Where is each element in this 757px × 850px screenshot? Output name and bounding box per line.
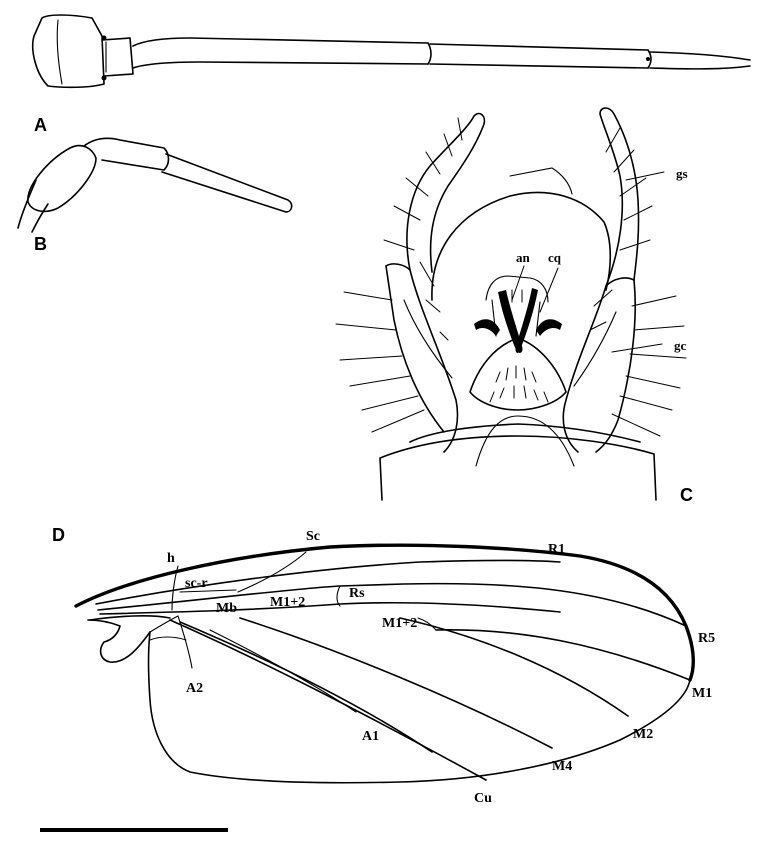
label-h: h (167, 551, 175, 566)
label-m2: M2 (633, 727, 653, 742)
label-m1: M1 (692, 686, 712, 701)
gs-leader (625, 171, 665, 181)
panel-label-a: A (34, 115, 47, 135)
genitalia-drawing (335, 107, 687, 501)
label-m1-2-a: M1+2 (270, 595, 305, 610)
label-sc-r: sc-r (185, 576, 208, 591)
label-a2: A2 (186, 681, 203, 696)
label-sc: Sc (306, 529, 320, 544)
label-r5: R5 (698, 631, 715, 646)
label-cu: Cu (474, 791, 492, 806)
gc-leader (611, 343, 663, 353)
label-an: an (516, 250, 531, 265)
label-rs: Rs (349, 586, 365, 601)
antenna-drawing (32, 14, 751, 89)
panel-label-b: B (34, 234, 47, 254)
label-r1: R1 (548, 542, 565, 557)
cq-leader (539, 267, 559, 313)
wing-drawing (74, 543, 695, 784)
label-gs: gs (676, 166, 688, 181)
label-a1: A1 (362, 729, 379, 744)
panel-label-d: D (52, 525, 65, 545)
label-mb: Mb (216, 601, 237, 616)
label-cq: cq (548, 250, 562, 265)
label-m1-2-b: M1+2 (382, 616, 417, 631)
label-m4: M4 (552, 759, 572, 774)
label-gc: gc (674, 338, 687, 353)
palpus-drawing (17, 137, 293, 233)
panel-label-c: C (680, 485, 693, 505)
an-leader (511, 265, 525, 301)
